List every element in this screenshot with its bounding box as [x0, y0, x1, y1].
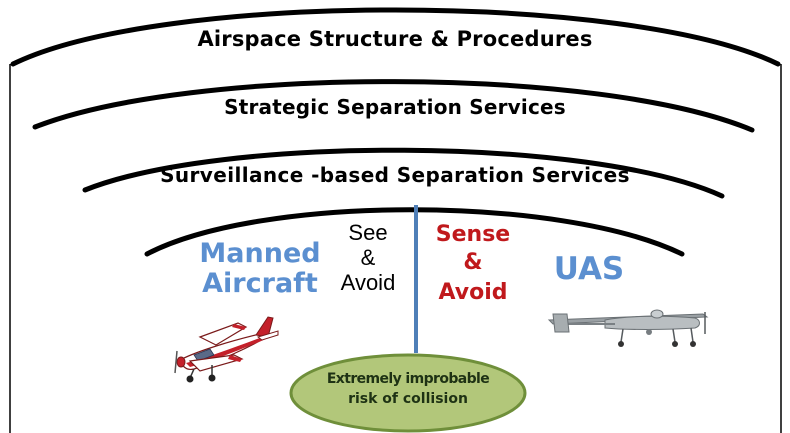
strategic-separation-label: Strategic Separation Services	[224, 95, 566, 119]
sense-and-avoid-line-3: Avoid	[438, 280, 508, 305]
center-divider	[414, 205, 418, 353]
outer-layer-arc	[10, 7, 781, 67]
middle-layer-arc	[32, 79, 755, 133]
collision-text-line-1: Extremely improbable	[326, 371, 490, 387]
inner-layer-arc	[82, 147, 725, 199]
gray-drone-icon	[547, 309, 709, 347]
uas-label: UAS	[553, 251, 625, 287]
surveillance-separation-label: Surveillance -based Separation Services	[160, 163, 630, 187]
collision-text-line-2: risk of collision	[348, 391, 468, 407]
see-and-avoid-line-2: &	[360, 245, 376, 270]
collision-risk-ellipse	[289, 353, 527, 433]
manned-aircraft-label-line-2: Aircraft	[202, 268, 318, 299]
see-and-avoid-line-1: See	[348, 220, 388, 245]
red-white-plane-icon	[174, 316, 279, 383]
innermost-layer-arc	[144, 207, 685, 257]
sense-and-avoid-line-1: Sense	[435, 222, 511, 247]
airspace-structure-label: Airspace Structure & Procedures	[197, 27, 593, 51]
sense-and-avoid-line-2: &	[463, 250, 483, 275]
manned-aircraft-label-line-1: Manned	[199, 238, 321, 269]
see-and-avoid-line-3: Avoid	[340, 270, 396, 295]
